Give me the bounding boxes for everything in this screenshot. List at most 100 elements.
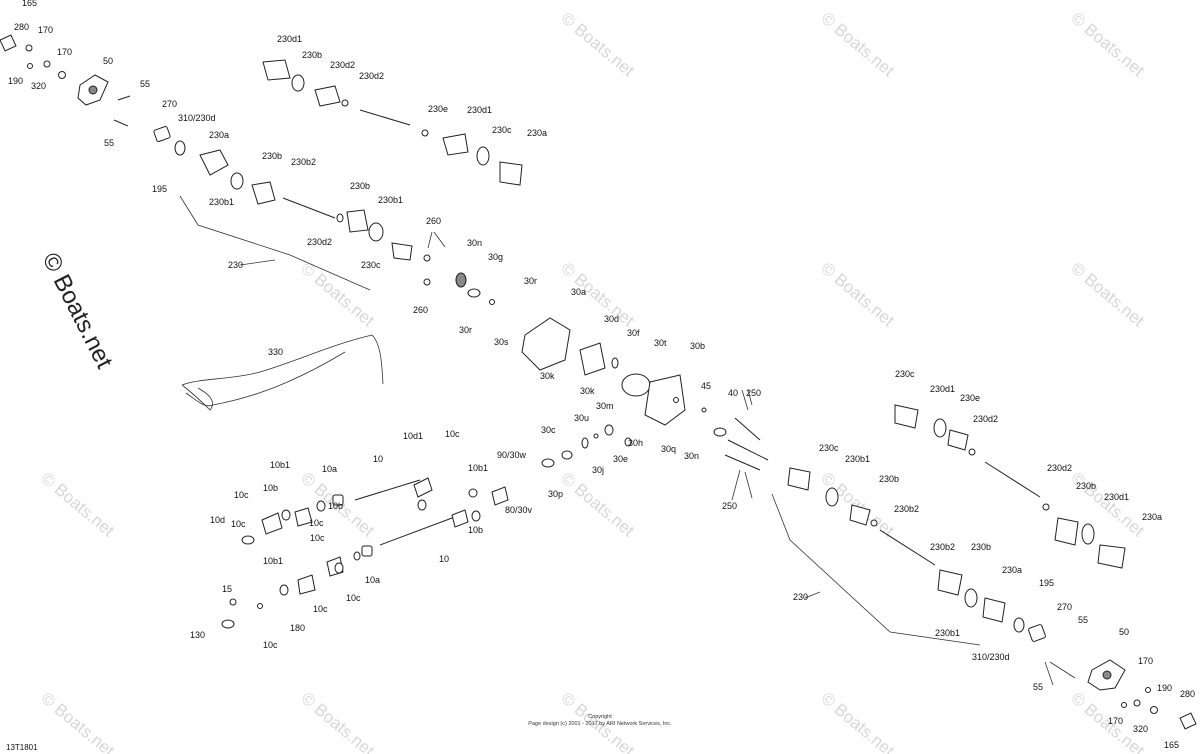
part-label: 230a [1002, 565, 1022, 575]
part-label: 10b1 [263, 556, 283, 566]
part-label: 10d [210, 515, 225, 525]
part-label: 15 [222, 584, 232, 594]
part-label: 230d2 [330, 60, 355, 70]
part-label: 10b1 [270, 460, 290, 470]
part-label: 330 [268, 347, 283, 357]
part-label: 130 [190, 630, 205, 640]
boats-net-watermark: © Boats.net [1067, 9, 1148, 81]
part-label: 280 [14, 22, 29, 32]
part-label: 230b2 [291, 157, 316, 167]
copyright-line: Copyright [588, 714, 612, 720]
part-label: 230b [879, 474, 899, 484]
part-label: 50 [103, 56, 113, 66]
part-label: 30p [548, 489, 563, 499]
boats-net-watermark: © Boats.net [557, 259, 638, 331]
diagram-code: 13T1801 [6, 743, 38, 752]
part-label: 230b1 [845, 454, 870, 464]
boats-net-watermark: © Boats.net [37, 689, 118, 754]
part-label: 10b [328, 501, 343, 511]
part-label: 10c [346, 593, 361, 603]
part-label: 55 [140, 79, 150, 89]
boats-net-watermark-main: © Boats.net [37, 248, 118, 373]
part-label: 30r [459, 325, 472, 335]
part-label: 230b [262, 151, 282, 161]
part-label: 230d1 [467, 105, 492, 115]
part-label: 280 [1180, 689, 1195, 699]
part-label: 165 [22, 0, 37, 8]
part-label: 180 [290, 623, 305, 633]
part-label: 10c [309, 518, 324, 528]
part-label: 10b1 [468, 463, 488, 473]
part-label: 230d2 [359, 71, 384, 81]
part-label: 30c [541, 425, 556, 435]
part-label: 320 [1133, 724, 1148, 734]
part-label: 30h [628, 438, 643, 448]
part-label: 10a [365, 575, 380, 585]
part-label: 30m [596, 401, 614, 411]
part-label: 230d1 [1104, 492, 1129, 502]
part-label: 310/230d [178, 113, 216, 123]
part-label: 230d1 [930, 384, 955, 394]
part-label: 55 [1033, 682, 1043, 692]
boats-net-watermark: © Boats.net [817, 689, 898, 754]
part-label: 90/30w [497, 450, 527, 460]
part-label: 270 [162, 99, 177, 109]
part-label: 10c [445, 429, 460, 439]
part-label: 260 [426, 216, 441, 226]
part-label: 230e [960, 393, 980, 403]
part-label: 30n [684, 451, 699, 461]
part-label: 230a [209, 130, 229, 140]
part-label: 230 [228, 260, 243, 270]
part-label: 230b [1076, 481, 1096, 491]
part-label: 10c [313, 604, 328, 614]
part-label: 230d2 [973, 414, 998, 424]
part-label: 230b1 [209, 197, 234, 207]
part-label: 310/230d [972, 652, 1010, 662]
part-label: 260 [413, 305, 428, 315]
part-label: 230 [793, 592, 808, 602]
part-label: 230b [302, 50, 322, 60]
boats-net-watermark: © Boats.net [817, 259, 898, 331]
part-label: 230b [971, 542, 991, 552]
part-label: 250 [722, 501, 737, 511]
part-label: 80/30v [505, 505, 533, 515]
part-label: 30r [524, 276, 537, 286]
part-label: 10 [439, 554, 449, 564]
part-label: 10d1 [403, 431, 423, 441]
part-label: 10b [263, 483, 278, 493]
part-label: 230c [492, 125, 512, 135]
part-label: 230d2 [307, 237, 332, 247]
part-label: 40 [728, 388, 738, 398]
part-label: 10c [231, 519, 246, 529]
boats-net-watermark: © Boats.net [1067, 469, 1148, 541]
part-label: 30k [580, 386, 595, 396]
boats-net-watermark: © Boats.net [1067, 259, 1148, 331]
part-label: 230b2 [894, 504, 919, 514]
part-label: 10c [310, 533, 325, 543]
part-label: 230b [350, 181, 370, 191]
part-label: 45 [701, 381, 711, 391]
part-label: 30q [661, 444, 676, 454]
part-label: 165 [1164, 740, 1179, 750]
part-label: 190 [8, 76, 23, 86]
parts-layer [0, 34, 1197, 730]
part-label: 170 [1138, 656, 1153, 666]
part-label: 250 [746, 388, 761, 398]
part-label: 10c [263, 640, 278, 650]
leader-lines [179, 195, 1076, 686]
part-label: 230c [361, 260, 381, 270]
part-label: 320 [31, 81, 46, 91]
boats-net-watermark: © Boats.net [557, 9, 638, 81]
part-label: 30k [540, 371, 555, 381]
part-label: 195 [1039, 578, 1054, 588]
page-design-credit: Page design (c) 2001 - 2017 by ARI Netwo… [528, 721, 672, 727]
part-label: 270 [1057, 602, 1072, 612]
part-label: 30e [613, 454, 628, 464]
part-label: 230b1 [378, 195, 403, 205]
part-label: 230b1 [935, 628, 960, 638]
part-label: 230d1 [277, 34, 302, 44]
part-label: 30n [467, 238, 482, 248]
part-label: 30d [604, 314, 619, 324]
part-label: 50 [1119, 627, 1129, 637]
